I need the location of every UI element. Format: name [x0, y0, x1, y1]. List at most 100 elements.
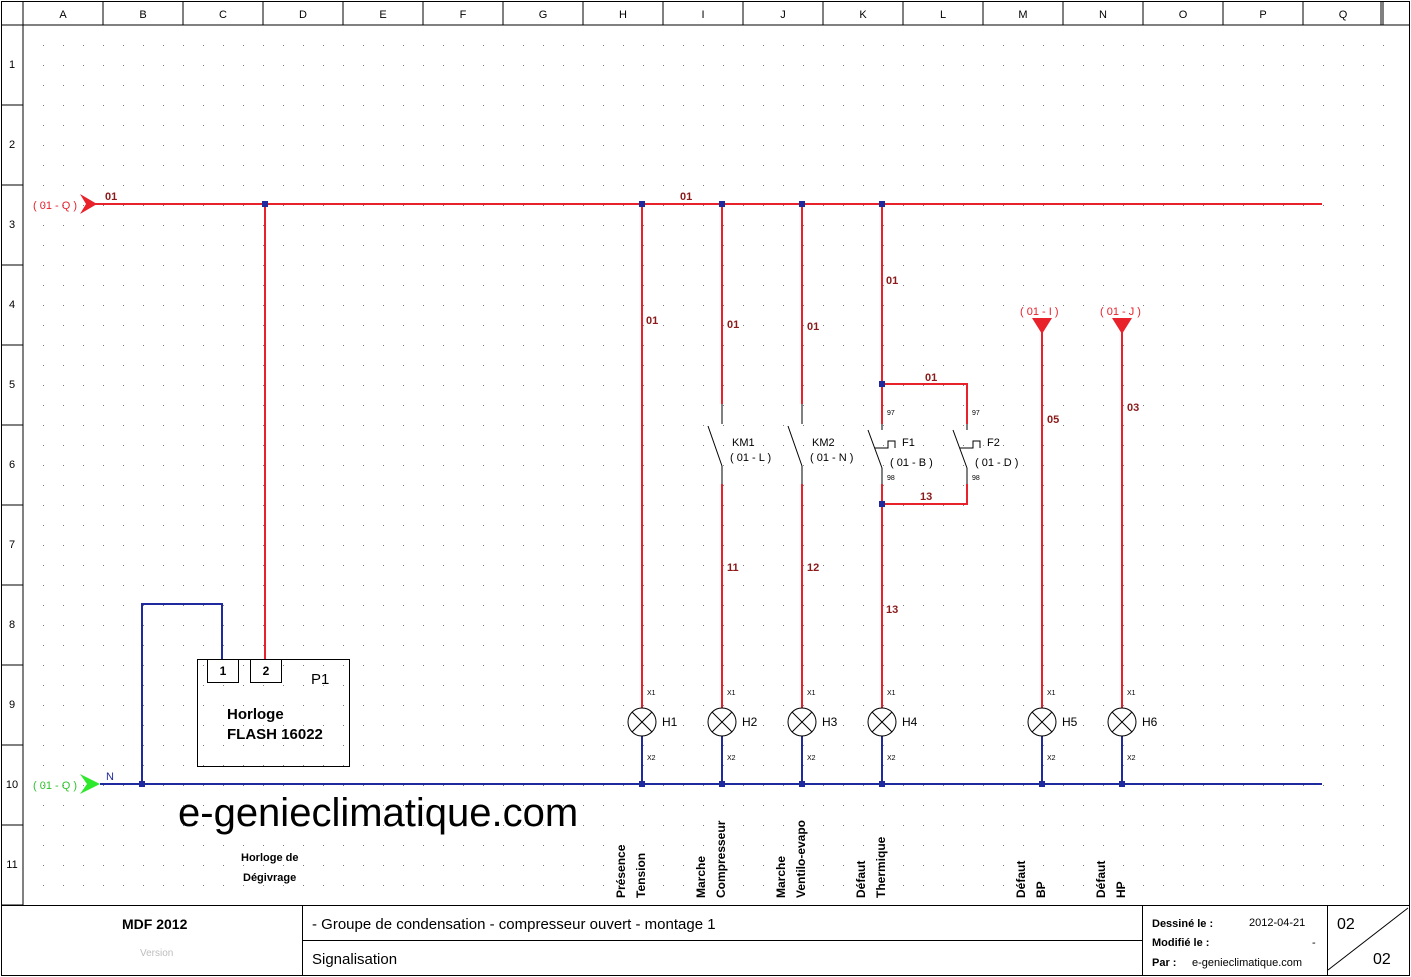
ref-m-arrow-icon — [1032, 318, 1052, 334]
wire-number: 01 — [727, 319, 739, 331]
row-label: 8 — [9, 619, 15, 631]
junction-dot — [262, 201, 268, 207]
thermal-f2-ref: ( 01 - D ) — [975, 457, 1018, 469]
column-label: C — [219, 9, 227, 21]
junction-dot — [719, 781, 725, 787]
thermal-f2-tag: F2 — [987, 437, 1000, 449]
project-name: MDF 2012 — [122, 916, 188, 932]
wire-number: 13 — [886, 604, 898, 616]
lamp-cross — [1111, 711, 1133, 733]
modified-value: - — [1312, 937, 1316, 949]
neutral-label: N — [106, 771, 114, 783]
neutral-in-reference: ( 01 - Q ) — [33, 780, 77, 792]
clock-terminal-2: 2 — [263, 664, 270, 678]
wire-number: 01 — [807, 321, 819, 333]
junction-dot — [799, 781, 805, 787]
column-label: E — [379, 9, 386, 21]
f1-terminal-top: 97 — [887, 410, 895, 417]
author-label: Par : — [1152, 957, 1176, 969]
junction-dot — [639, 201, 645, 207]
wire-number: 11 — [727, 562, 739, 574]
lamp-terminal-x2: X2 — [1127, 755, 1136, 762]
clock-terminal-2-box — [250, 659, 282, 683]
dot-grid — [43, 45, 1384, 886]
clock-name-line2: FLASH 16022 — [227, 726, 323, 743]
lamp-cross — [1031, 711, 1053, 733]
column-label: P — [1259, 9, 1266, 21]
contact-km2-ref: ( 01 - N ) — [810, 452, 853, 464]
junction-dot — [879, 501, 885, 507]
lamp-caption-line2: HP — [1114, 881, 1128, 898]
lamp-terminal-x2: X2 — [887, 755, 896, 762]
column-label: L — [940, 9, 946, 21]
f1-terminal-bottom: 98 — [887, 475, 895, 482]
clock-caption-line1: Horloge de — [241, 852, 298, 864]
project-version: Version — [140, 948, 173, 959]
wire-number: 13 — [920, 491, 932, 503]
lamp-terminal-x2: X2 — [727, 755, 736, 762]
phase-wiring — [93, 203, 1322, 708]
thermal-f1-tag: F1 — [902, 437, 915, 449]
lamp-tag: H1 — [662, 715, 678, 729]
junction-dot — [719, 201, 725, 207]
wire-numbers: 01 01 01 01 01 01 01 13 11 12 13 05 03 — [105, 191, 1139, 616]
lamp-caption-line1: Défaut — [854, 861, 868, 898]
f2-terminal-top: 97 — [972, 410, 980, 417]
row-label: 6 — [9, 459, 15, 471]
lamp-tag: H5 — [1062, 715, 1078, 729]
lamp-caption-line1: Marche — [694, 856, 708, 898]
lamp-caption-line1: Marche — [774, 856, 788, 898]
phase-in-reference: ( 01 - Q ) — [33, 200, 77, 212]
contact-km1-ref: ( 01 - L ) — [730, 452, 771, 464]
lamp-caption-line2: Compresseur — [714, 820, 728, 898]
contact-km2 — [787, 404, 803, 484]
junction-dot — [879, 201, 885, 207]
row-label: 11 — [6, 859, 17, 871]
lamp-caption-line2: Tension — [634, 853, 648, 898]
lamp-caption-line2: Thermique — [874, 836, 888, 898]
column-label: Q — [1339, 9, 1348, 21]
row-label: 10 — [6, 779, 18, 791]
wire-f2-top — [882, 383, 968, 424]
sheet-total: 02 — [1373, 951, 1391, 968]
column-label: J — [780, 9, 786, 21]
f2-terminal-bottom: 98 — [972, 475, 980, 482]
row-label: 3 — [9, 219, 15, 231]
lamp-tag: H2 — [742, 715, 758, 729]
wire-number: 12 — [807, 562, 819, 574]
lamp-terminal-x1: X1 — [647, 690, 656, 697]
row-label: 5 — [9, 379, 15, 391]
column-label: D — [299, 9, 307, 21]
lamp-terminal-x1: X1 — [887, 690, 896, 697]
clock-terminal-1-box — [207, 659, 239, 683]
lamp-terminal-x1: X1 — [1127, 690, 1136, 697]
contact-km1-tag: KM1 — [732, 437, 755, 449]
drawing-title: - Groupe de condensation - compresseur o… — [312, 916, 716, 933]
lamp-tag: H6 — [1142, 715, 1158, 729]
lamp-cross — [791, 711, 813, 733]
lamp-terminal-x1: X1 — [1047, 690, 1056, 697]
thermal-contact-f1 — [867, 424, 896, 484]
wire-number: 01 — [646, 315, 658, 327]
column-label: F — [460, 9, 467, 21]
column-label: A — [59, 9, 67, 21]
thermal-f1-ref: ( 01 - B ) — [890, 457, 933, 469]
column-label: K — [859, 9, 867, 21]
junction-dots — [139, 201, 1125, 787]
lamp-terminal-x2: X2 — [647, 755, 656, 762]
thermal-contact-f2 — [952, 424, 981, 484]
lamp-cross — [631, 711, 653, 733]
ref-m-reference: ( 01 - I ) — [1020, 306, 1059, 318]
wire-f2-bottom — [882, 484, 968, 505]
junction-dot — [1039, 781, 1045, 787]
neutral-wiring — [100, 603, 1322, 785]
row-label: 2 — [9, 139, 15, 151]
sheet-number: 02 — [1337, 916, 1355, 933]
